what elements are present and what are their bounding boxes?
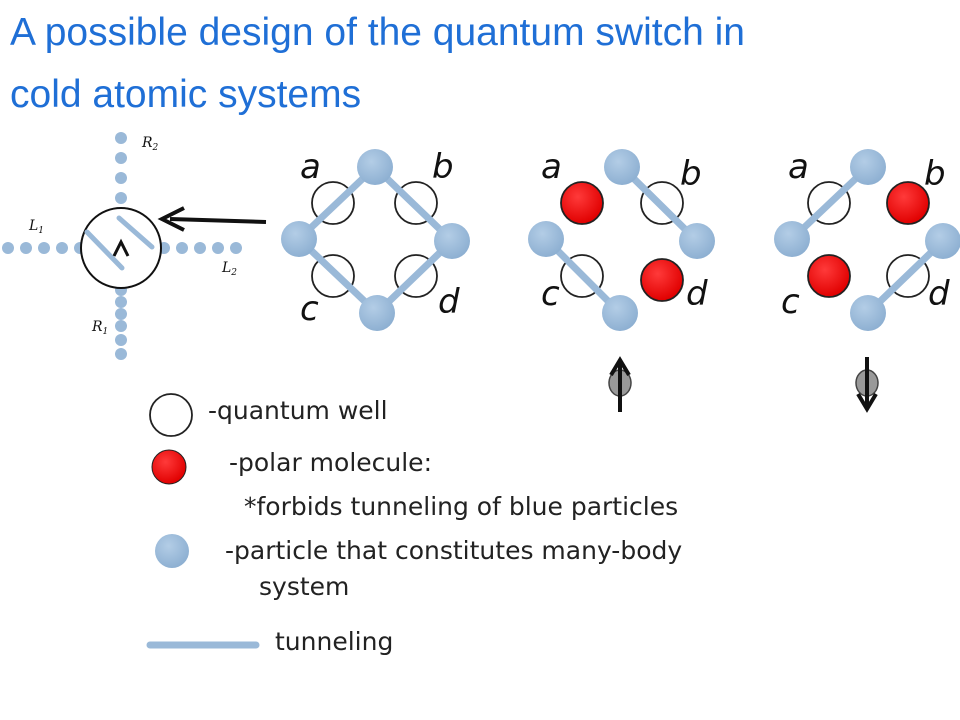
site-label-a: a xyxy=(300,147,321,187)
legend-forbids-note: *forbids tunneling of blue particles xyxy=(244,492,679,521)
label-l1: L1 xyxy=(28,218,44,236)
chain-site xyxy=(38,242,50,254)
particle xyxy=(528,221,564,257)
legend-polar-molecule-icon xyxy=(151,449,187,485)
legend-particle-line-2: system xyxy=(259,572,350,601)
chain-site xyxy=(176,242,188,254)
chain-site xyxy=(115,172,127,184)
page-title: A possible design of the quantum switch … xyxy=(10,2,950,126)
polar-molecule xyxy=(807,254,851,298)
chain-site xyxy=(230,242,242,254)
site-label-a: a xyxy=(541,147,562,187)
horizontal-dotted-chain xyxy=(2,242,242,254)
legend-quantum-well-icon xyxy=(149,393,193,437)
switch-tunneling-link-lower xyxy=(84,229,125,271)
legend-symbols xyxy=(146,393,260,649)
particle xyxy=(774,221,810,257)
site-label-d: d xyxy=(438,282,460,322)
legend-polar-molecule: -polar molecule: xyxy=(229,448,432,477)
chain-site xyxy=(56,242,68,254)
label-r2: R2 xyxy=(141,135,159,153)
switch-schematic: R2 L1 L2 R1 xyxy=(2,132,242,360)
switch-tunneling-link-upper xyxy=(116,215,155,250)
particle xyxy=(604,149,640,185)
particle xyxy=(357,149,393,185)
chain-site xyxy=(115,308,127,320)
chain-site xyxy=(2,242,14,254)
particle xyxy=(281,221,317,257)
chain-site xyxy=(194,242,206,254)
particle xyxy=(850,149,886,185)
chain-site xyxy=(115,296,127,308)
site-label-b: b xyxy=(680,154,702,194)
particle xyxy=(359,295,395,331)
label-l2: L2 xyxy=(221,260,237,278)
chain-site xyxy=(20,242,32,254)
particle xyxy=(679,223,715,259)
label-r1: R1 xyxy=(91,319,108,337)
spin-down-arrow-icon xyxy=(855,357,879,413)
site-label-b: b xyxy=(924,154,946,194)
site-label-c: c xyxy=(781,282,800,322)
site-label-d: d xyxy=(686,274,708,314)
polar-molecule xyxy=(640,258,684,302)
chain-site xyxy=(115,348,127,360)
legend-particle-line-1: -particle that constitutes many-body xyxy=(225,536,683,565)
title-line-1: A possible design of the quantum switch … xyxy=(10,11,745,54)
chain-site xyxy=(115,132,127,144)
ring-config-1: a b c d xyxy=(281,147,470,331)
legend-tunneling: tunneling xyxy=(275,627,394,656)
chain-site xyxy=(115,320,127,332)
ring-config-3: a b c d xyxy=(774,147,960,331)
particle xyxy=(925,223,960,259)
switch-chevron-up-icon xyxy=(112,238,130,257)
chain-site xyxy=(115,152,127,164)
site-label-c: c xyxy=(541,274,560,314)
chain-site xyxy=(115,334,127,346)
site-label-b: b xyxy=(432,147,454,187)
spin-up-arrow-icon xyxy=(608,356,632,412)
particle xyxy=(602,295,638,331)
chain-site xyxy=(212,242,224,254)
site-label-d: d xyxy=(928,274,950,314)
site-label-a: a xyxy=(788,147,809,187)
site-label-c: c xyxy=(300,289,319,329)
chain-site xyxy=(115,192,127,204)
legend-particle-icon xyxy=(155,534,189,568)
legend-quantum-well: -quantum well xyxy=(208,396,388,425)
particle xyxy=(850,295,886,331)
zoom-arrow-icon xyxy=(157,206,267,232)
particle xyxy=(434,223,470,259)
polar-molecule xyxy=(886,181,930,225)
ring-config-2: a b c d xyxy=(528,147,715,331)
switch-ring xyxy=(80,207,162,289)
title-line-2: cold atomic systems xyxy=(10,73,362,116)
polar-molecule xyxy=(560,181,604,225)
